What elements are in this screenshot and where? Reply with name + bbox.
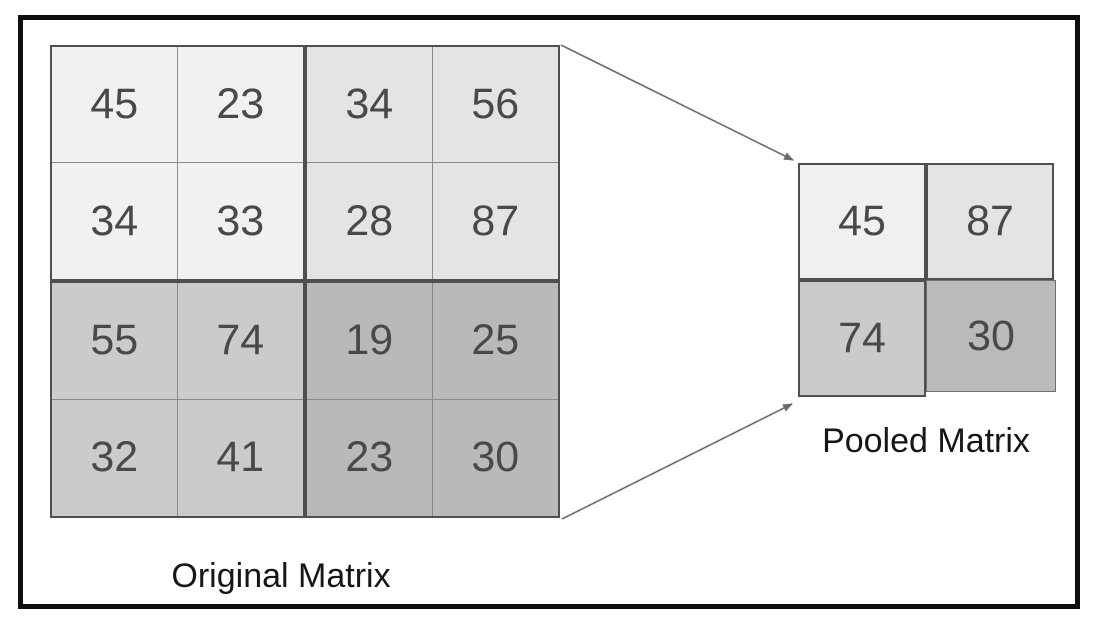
matrix-cell: 56 xyxy=(432,47,558,163)
matrix-cell: 32 xyxy=(52,399,178,516)
matrix-cell: 33 xyxy=(216,196,265,245)
matrix-cell: 19 xyxy=(307,283,433,400)
matrix-cell: 28 xyxy=(307,163,433,279)
matrix-cell: 87 xyxy=(471,196,520,245)
pooling-region-bottom-left: 55 74 32 41 xyxy=(50,281,305,518)
matrix-cell: 25 xyxy=(432,283,558,400)
matrix-cell: 23 xyxy=(177,47,303,163)
pooled-matrix: 45 87 74 30 xyxy=(798,163,1056,397)
pooled-cell: 87 xyxy=(926,163,1054,280)
matrix-cell: 23 xyxy=(307,399,433,516)
pooling-region-bottom-right: 19 25 23 30 xyxy=(305,281,560,518)
pooled-cell: 45 xyxy=(798,163,926,280)
matrix-cell: 74 xyxy=(177,283,303,400)
pooled-cell: 74 xyxy=(798,280,926,397)
matrix-cell: 45 xyxy=(52,47,178,163)
matrix-cell: 30 xyxy=(471,433,520,482)
matrix-cell: 41 xyxy=(216,433,265,482)
pooled-cell: 30 xyxy=(926,280,1056,392)
pooling-region-top-right: 34 56 28 87 xyxy=(305,45,560,281)
pooling-region-top-left: 45 23 34 33 xyxy=(50,45,305,281)
original-matrix-label: Original Matrix xyxy=(171,557,391,595)
matrix-cell: 55 xyxy=(52,283,178,400)
matrix-cell: 34 xyxy=(52,163,178,279)
original-matrix: 45 23 34 33 34 56 28 87 55 74 32 41 19 2… xyxy=(50,45,560,518)
matrix-cell: 34 xyxy=(307,47,433,163)
pooled-matrix-label: Pooled Matrix xyxy=(822,422,1030,460)
